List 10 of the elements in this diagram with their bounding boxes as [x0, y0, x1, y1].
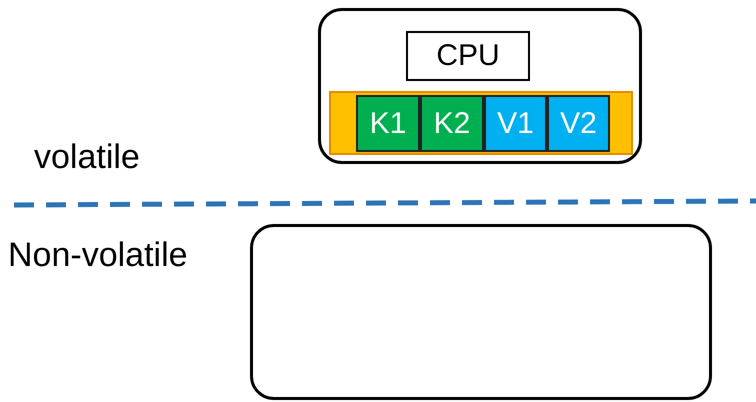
- region-label: Non-volatile: [8, 236, 188, 275]
- value-cell: V1: [484, 95, 547, 152]
- cpu-package-box: [318, 8, 642, 164]
- key-cell: K2: [420, 95, 484, 152]
- cache-bar: [329, 91, 633, 155]
- key-cell: K1: [356, 95, 420, 152]
- cpu-box: CPU: [406, 31, 530, 81]
- region-label: volatile: [34, 138, 140, 177]
- value-cell: V2: [547, 95, 610, 152]
- memory-box: [250, 224, 712, 400]
